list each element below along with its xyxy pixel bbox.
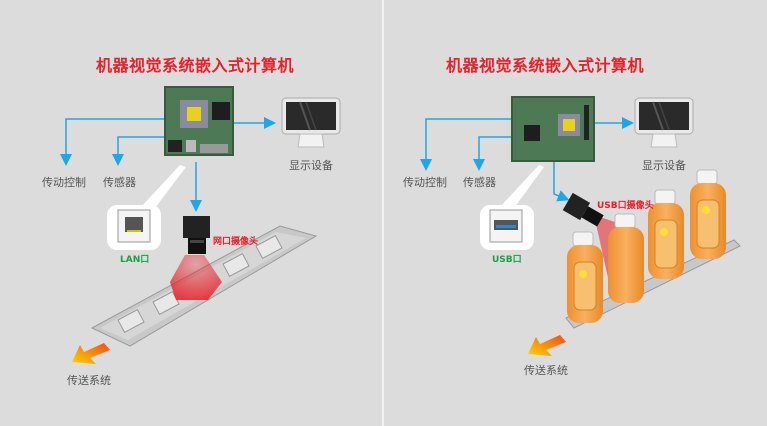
- bottle: [648, 189, 684, 279]
- display-label: 显示设备: [289, 159, 333, 172]
- arrow-to-camera: [553, 162, 570, 202]
- monitor-icon: [281, 97, 341, 148]
- camera-beam: [170, 255, 222, 300]
- bottle: [567, 231, 603, 323]
- left-title: 机器视觉系统嵌入式计算机: [96, 56, 295, 75]
- arrow-to-actuator: [60, 118, 164, 166]
- conveyor-arrow-icon: [528, 335, 566, 356]
- monitor-icon: [634, 97, 694, 148]
- usb-port-icon: [489, 209, 523, 243]
- motherboard-icon: [511, 96, 595, 162]
- camera-icon: [562, 192, 604, 227]
- lan-port-label: LAN口: [120, 255, 150, 265]
- camera-icon: [183, 216, 210, 254]
- arrow-to-sensor: [112, 136, 164, 166]
- conveyor-label: 传送系统: [524, 364, 568, 377]
- sensor-label: 传感器: [103, 176, 136, 189]
- lan-port-icon: [117, 209, 151, 243]
- right-diagram: [420, 96, 741, 356]
- arrow-to-actuator: [420, 118, 511, 171]
- left-panel: 机器视觉系统嵌入式计算机: [0, 0, 382, 426]
- right-title: 机器视觉系统嵌入式计算机: [446, 56, 645, 75]
- motherboard-icon: [164, 86, 234, 156]
- panel-divider: [382, 0, 384, 426]
- conveyor-label: 传送系统: [67, 374, 111, 387]
- display-label: 显示设备: [642, 159, 686, 172]
- usb-port-label: USB口: [492, 255, 522, 265]
- sensor-label: 传感器: [463, 176, 496, 189]
- actuator-label: 传动控制: [403, 176, 447, 189]
- actuator-label: 传动控制: [42, 176, 86, 189]
- bottle: [690, 169, 726, 259]
- camera-label: USB口摄像头: [597, 201, 654, 211]
- left-diagram: [60, 86, 341, 364]
- right-panel: 机器视觉系统嵌入式计算机: [384, 0, 767, 426]
- camera-label: 网口摄像头: [213, 237, 259, 247]
- bottle: [608, 213, 644, 303]
- arrow-to-sensor: [473, 136, 511, 171]
- conveyor-arrow-icon: [72, 343, 110, 364]
